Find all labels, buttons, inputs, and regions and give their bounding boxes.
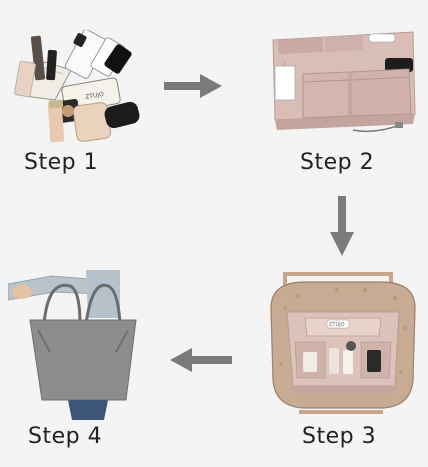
step-4-label: Step 4	[28, 424, 103, 449]
step-1-label: Step 1	[24, 150, 99, 175]
brand-text-step1: ZTUJO	[85, 91, 105, 101]
arrow-right-icon	[164, 74, 222, 98]
lipstick-tubes	[14, 35, 57, 98]
step-4-tote-illustration	[8, 270, 148, 420]
brand-text-step3: ZTUJO	[329, 322, 345, 328]
step-2-label: Step 2	[300, 150, 375, 175]
arrow-left-icon	[170, 348, 232, 372]
arrow-down-icon	[330, 196, 354, 256]
step-3-label: Step 3	[302, 424, 377, 449]
step-1-cosmetics-illustration: ZTUJO	[5, 30, 150, 145]
foundation-bottle	[72, 101, 140, 142]
concealer-tube	[47, 99, 65, 143]
step-3-organizer-in-bag-illustration: ZTUJO	[265, 268, 420, 418]
step-2-organizer-illustration	[263, 22, 423, 142]
white-bottles	[64, 30, 132, 79]
